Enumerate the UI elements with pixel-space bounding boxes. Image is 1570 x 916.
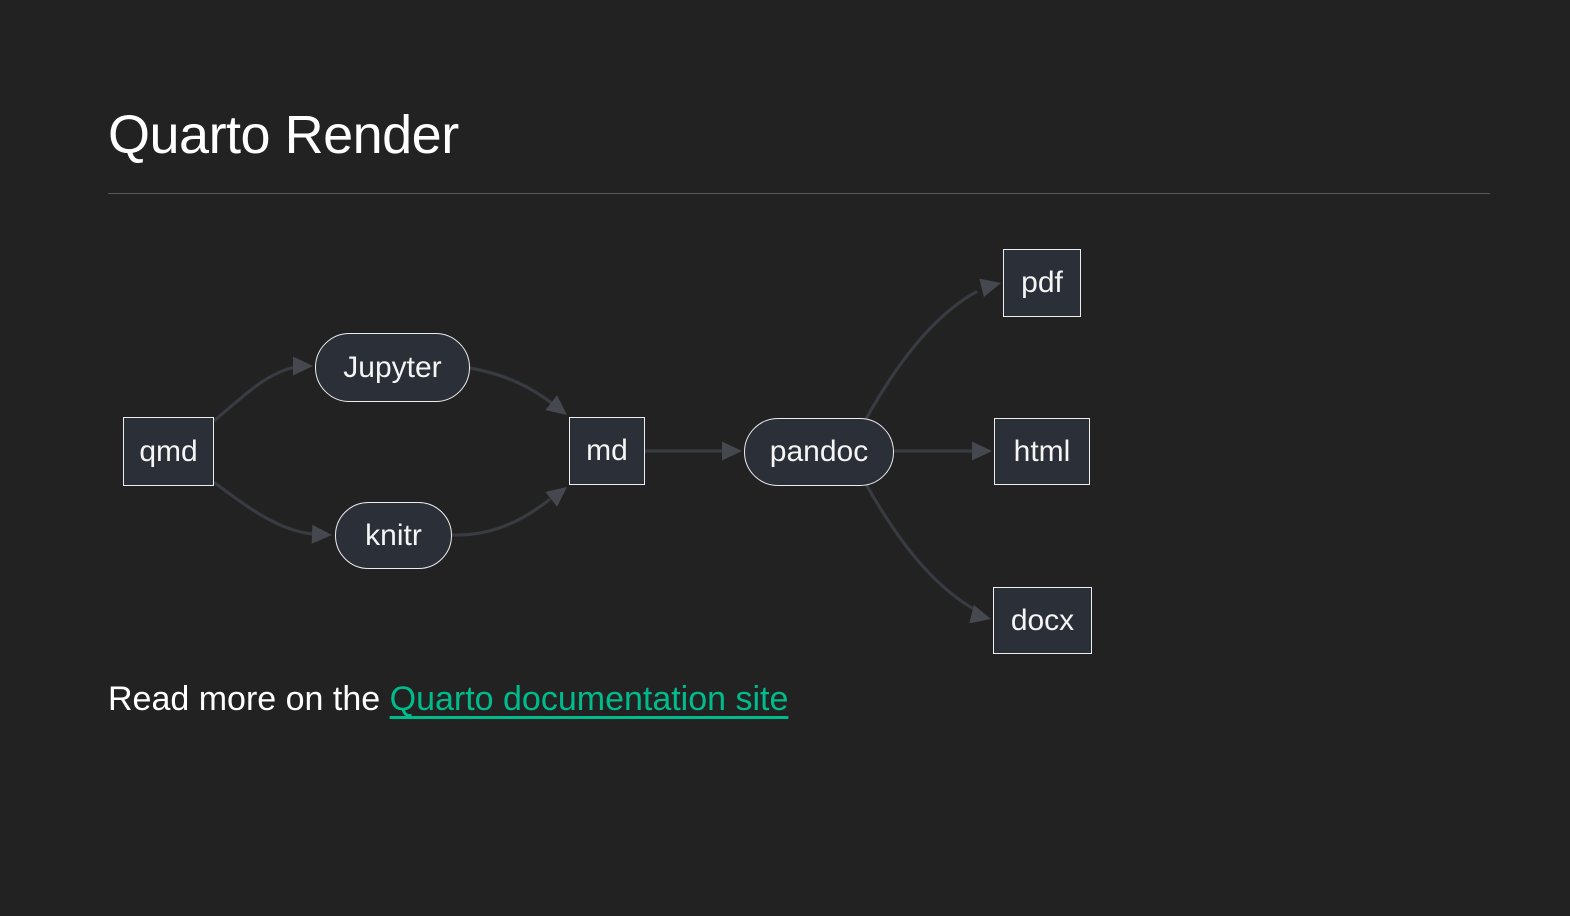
node-pandoc: pandoc	[744, 418, 894, 486]
edge-knitr-md	[450, 498, 551, 537]
node-pdf-label: pdf	[1021, 266, 1063, 299]
edge-pandoc-pdf	[864, 290, 978, 421]
edge-qmd-jupyter	[213, 365, 297, 422]
arrowhead-pandoc-docx	[969, 604, 991, 624]
node-jupyter-label: Jupyter	[343, 350, 442, 384]
arrowhead-pandoc-html	[972, 441, 992, 461]
node-html: html	[994, 418, 1090, 485]
node-jupyter: Jupyter	[315, 333, 470, 402]
node-qmd-label: qmd	[139, 434, 198, 468]
edge-qmd-knitr	[213, 481, 315, 536]
node-qmd: qmd	[123, 417, 214, 486]
node-pandoc-label: pandoc	[769, 435, 869, 468]
page-title: Quarto Render	[108, 105, 459, 165]
arrowhead-qmd-jupyter	[293, 356, 313, 376]
arrowhead-md-pandoc	[722, 441, 742, 461]
node-knitr-label: knitr	[365, 518, 422, 552]
node-pdf: pdf	[1003, 249, 1081, 317]
node-docx-label: docx	[1010, 603, 1075, 637]
edge-jupyter-md	[468, 366, 555, 406]
node-docx: docx	[993, 587, 1092, 654]
node-md-label: md	[586, 434, 628, 467]
edge-pandoc-docx	[864, 482, 974, 610]
arrowhead-qmd-knitr	[311, 524, 332, 544]
node-knitr: knitr	[335, 502, 452, 569]
node-md: md	[569, 417, 645, 485]
footer-text-prefix: Read more on the	[108, 680, 390, 718]
arrowhead-pandoc-pdf	[979, 278, 1001, 298]
footer-text: Read more on the Quarto documentation si…	[108, 680, 788, 719]
quarto-docs-link[interactable]: Quarto documentation site	[389, 680, 789, 718]
title-divider	[108, 193, 1490, 194]
node-html-label: html	[1013, 434, 1071, 468]
